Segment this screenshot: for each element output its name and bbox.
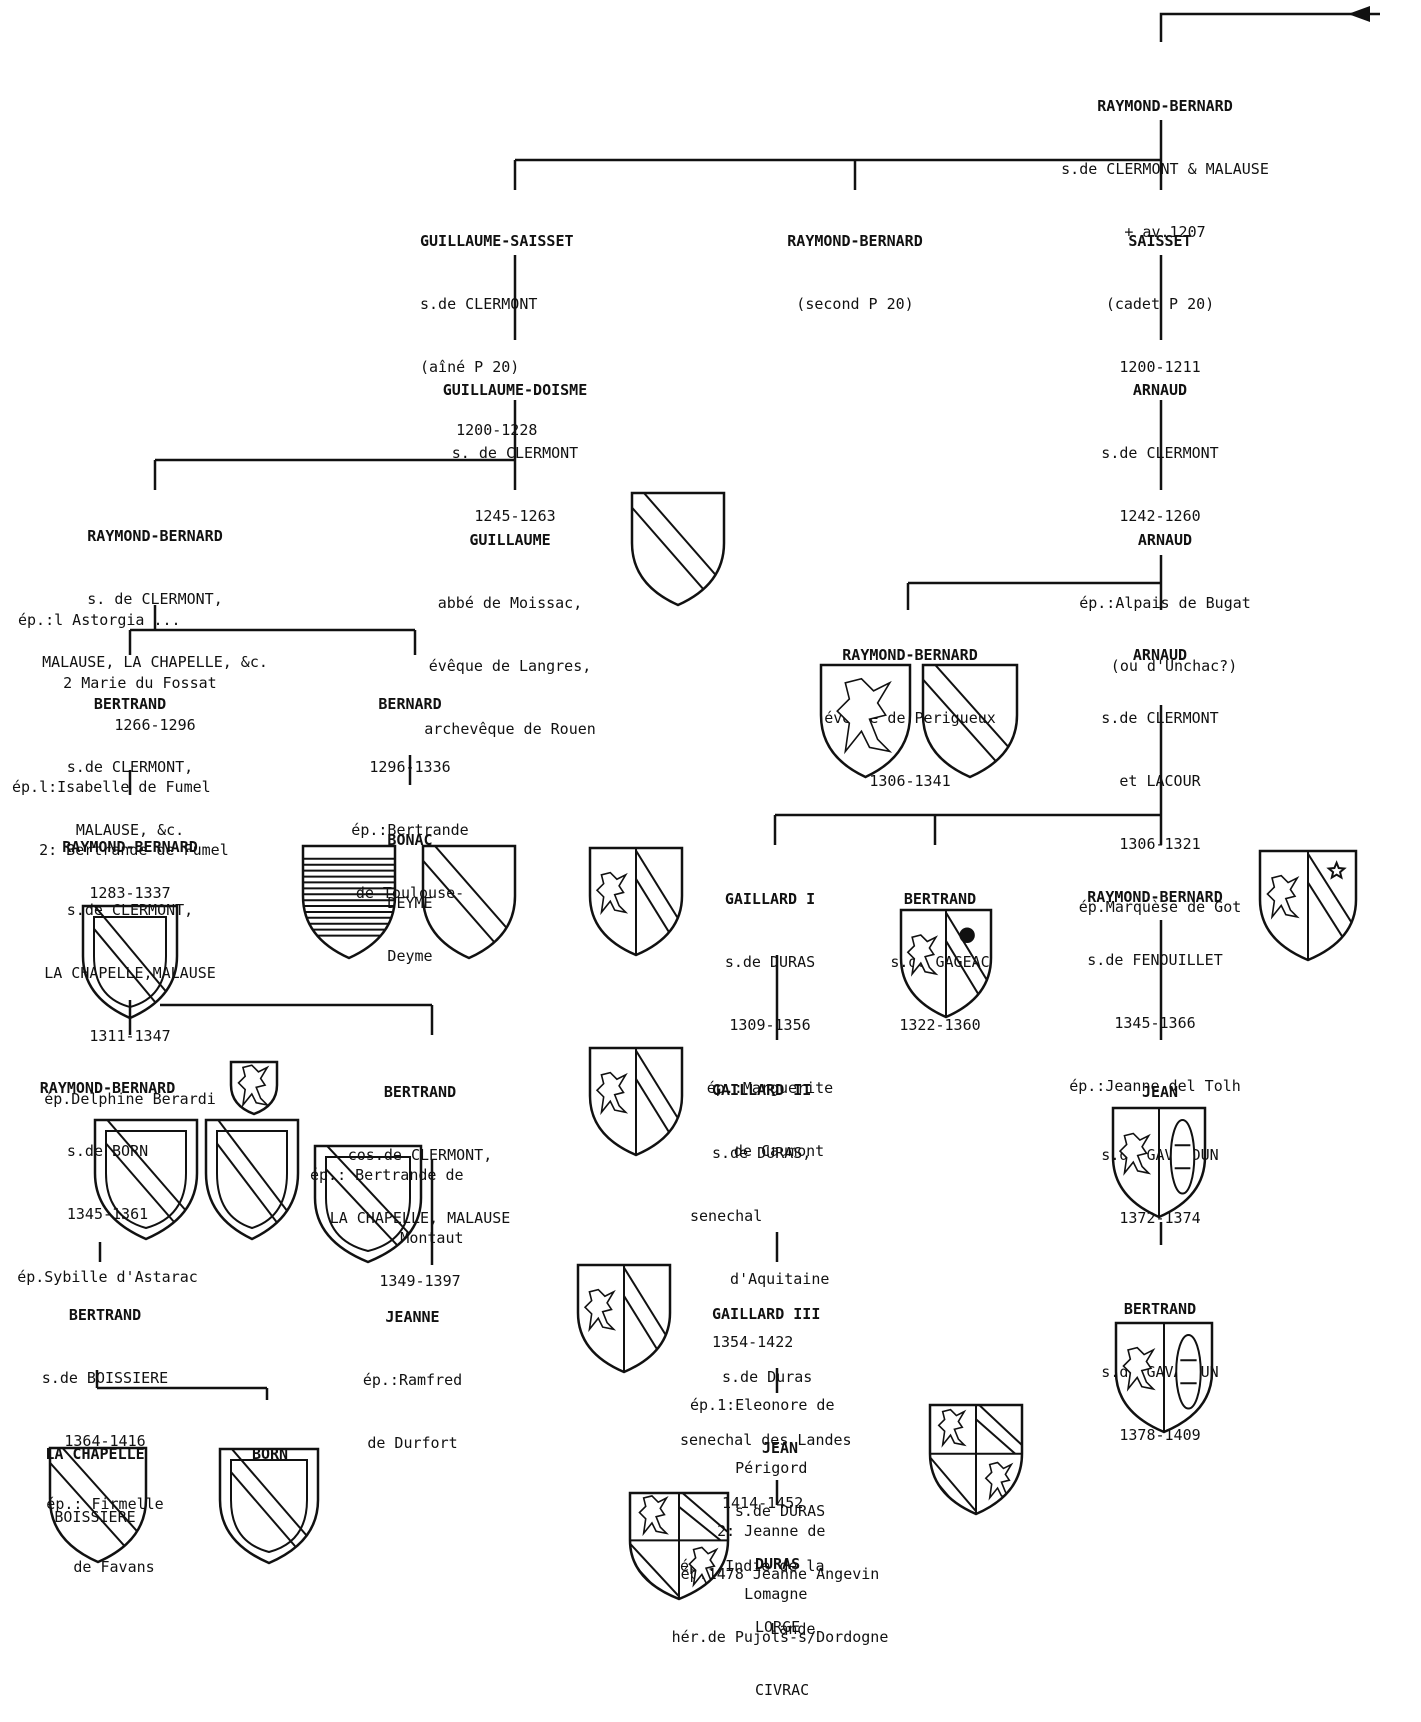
node-guillaume-abbe: GUILLAUME abbé de Moissac, évêque de Lan… (424, 531, 596, 738)
node-raymond-1266-marriages: ép.:l Astorgia ... 2 Marie du Fossat (18, 611, 217, 692)
coat-of-arms-bertrand-cos (312, 1143, 424, 1265)
coat-of-arms-gavaudun-2 (1113, 1320, 1215, 1435)
coat-of-arms-perigueux-lion (818, 662, 913, 780)
coat-of-arms-gaillard-1 (587, 845, 685, 958)
shield-lion-bend-icon (588, 846, 684, 957)
node-raymond-1266: RAYMOND-BERNARD s. de CLERMONT, MALAUSE,… (42, 527, 268, 734)
shield-bend-icon (48, 1446, 148, 1564)
shield-lion-bend-icon (588, 1046, 684, 1157)
node-duras-lorge: DURAS LORGE CIVRAC (755, 1555, 810, 1699)
node-arnaud-3: ARNAUD s.de CLERMONT et LACOUR 1306-1321… (1078, 646, 1242, 916)
shield-barry-icon (301, 844, 397, 960)
node-arnaud-1: ARNAUD s.de CLERMONT 1242-1260 (1101, 381, 1219, 525)
node-bonac: BONAC DEYME (387, 831, 433, 912)
node-bertrand-cos-marriage: ép.: Bertrande de Montaut (310, 1166, 464, 1247)
coat-of-arms-la-chapelle (47, 1445, 149, 1565)
shield-bend-bordure-icon (218, 1447, 320, 1565)
node-bernard-1296: BERNARD 1296-1336 ép.:Bertrande de Toulo… (351, 695, 469, 965)
shield-lion-fish-icon (1111, 1106, 1207, 1219)
shield-lion-star-bend-icon (1258, 849, 1358, 962)
coat-of-arms-bonac-barry (300, 843, 398, 961)
coat-of-arms-raymond-1311 (80, 903, 180, 1021)
shield-lion-eagle-bend-icon (899, 908, 993, 1019)
shield-lion-fish-icon (1114, 1321, 1214, 1434)
coat-of-arms-born (217, 1446, 321, 1566)
shield-bend-bordure-icon (204, 1118, 300, 1241)
coat-of-arms-born-a (92, 1117, 200, 1242)
shield-bend-icon (921, 663, 1019, 779)
coat-of-arms-born-b (203, 1117, 301, 1242)
shield-bend-icon (421, 844, 517, 960)
coat-of-arms-gaillard-2 (587, 1045, 685, 1158)
node-gaillard-1: GAILLARD I s.de DURAS 1309-1356 ép.:Marg… (706, 890, 834, 1160)
node-arnaud-2: ARNAUD ép.:Alpais de Bugat (ou d'Unchac?… (1079, 531, 1251, 675)
node-raymond-born: RAYMOND-BERNARD s.de BORN 1345-1361 ép.S… (17, 1079, 198, 1286)
shield-quartered-icon (628, 1491, 730, 1601)
node-root: RAYMOND-BERNARD s.de CLERMONT & MALAUSE … (1030, 54, 1300, 264)
coat-of-arms-perigueux-bend (920, 662, 1020, 780)
node-la-chapelle: LA CHAPELLE BOISSIERE (45, 1445, 145, 1526)
shield-lion-icon (819, 663, 912, 779)
node-jean-gavaudun: JEAN s.de GAVAUDUN 1372-1374 (1101, 1083, 1219, 1227)
coat-of-arms-gageac (898, 907, 994, 1020)
shield-bend-icon (630, 491, 726, 607)
coat-of-arms-deyme-bend (420, 843, 518, 961)
shield-lion-icon (229, 1060, 279, 1116)
node-jeanne: JEANNE ép.:Ramfred de Durfort (362, 1308, 463, 1452)
shield-bend-bordure-icon (81, 904, 179, 1020)
node-guillaume-doisme: GUILLAUME-DOISME s. de CLERMONT 1245-126… (442, 381, 588, 525)
tree-connector-lines (95, 6, 1380, 1505)
coat-of-arms-duras-lorge (627, 1490, 731, 1602)
coat-of-arms-guillaume-abbe (629, 490, 727, 608)
coat-of-arms-born-small (228, 1059, 280, 1117)
shield-lion-bend-icon (576, 1263, 672, 1374)
node-bertrand-cos: BERTRAND cos.de CLERMONT, LA CHAPELLE, M… (329, 1083, 511, 1290)
node-raymond-second: RAYMOND-BERNARD (second P 20) (787, 232, 923, 313)
coat-of-arms-gaillard-3 (575, 1262, 673, 1375)
shield-bend-bordure-icon (93, 1118, 199, 1241)
shield-quartered-icon (928, 1403, 1024, 1516)
node-saisset: SAISSET (cadet P 20) 1200-1211 (1105, 232, 1215, 376)
node-raymond-fenouillet: RAYMOND-BERNARD s.de FENOUILLET 1345-136… (1069, 888, 1241, 1095)
shield-bend-bordure-icon (313, 1144, 423, 1264)
node-name: RAYMOND-BERNARD (1097, 97, 1233, 115)
node-bertrand-1283: BERTRAND s.de CLERMONT, MALAUSE, &c. 128… (66, 695, 194, 902)
coat-of-arms-fenouillet (1257, 848, 1359, 963)
coat-of-arms-jean-duras (927, 1402, 1025, 1517)
node-bertrand-1283-marriages: ép.l:Isabelle de Fumel 2: Bertrande de F… (12, 778, 229, 859)
coat-of-arms-gavaudun-1 (1110, 1105, 1208, 1220)
node-guillaume-saisset: GUILLAUME-SAISSET s.de CLERMONT (aîné P … (420, 232, 574, 439)
node-gaillard-3: GAILLARD III s.de Duras senechal des Lan… (680, 1305, 852, 1638)
node-gaillard-2: GAILLARD II s.de DURAS, senechal d'Aquit… (690, 1081, 835, 1603)
